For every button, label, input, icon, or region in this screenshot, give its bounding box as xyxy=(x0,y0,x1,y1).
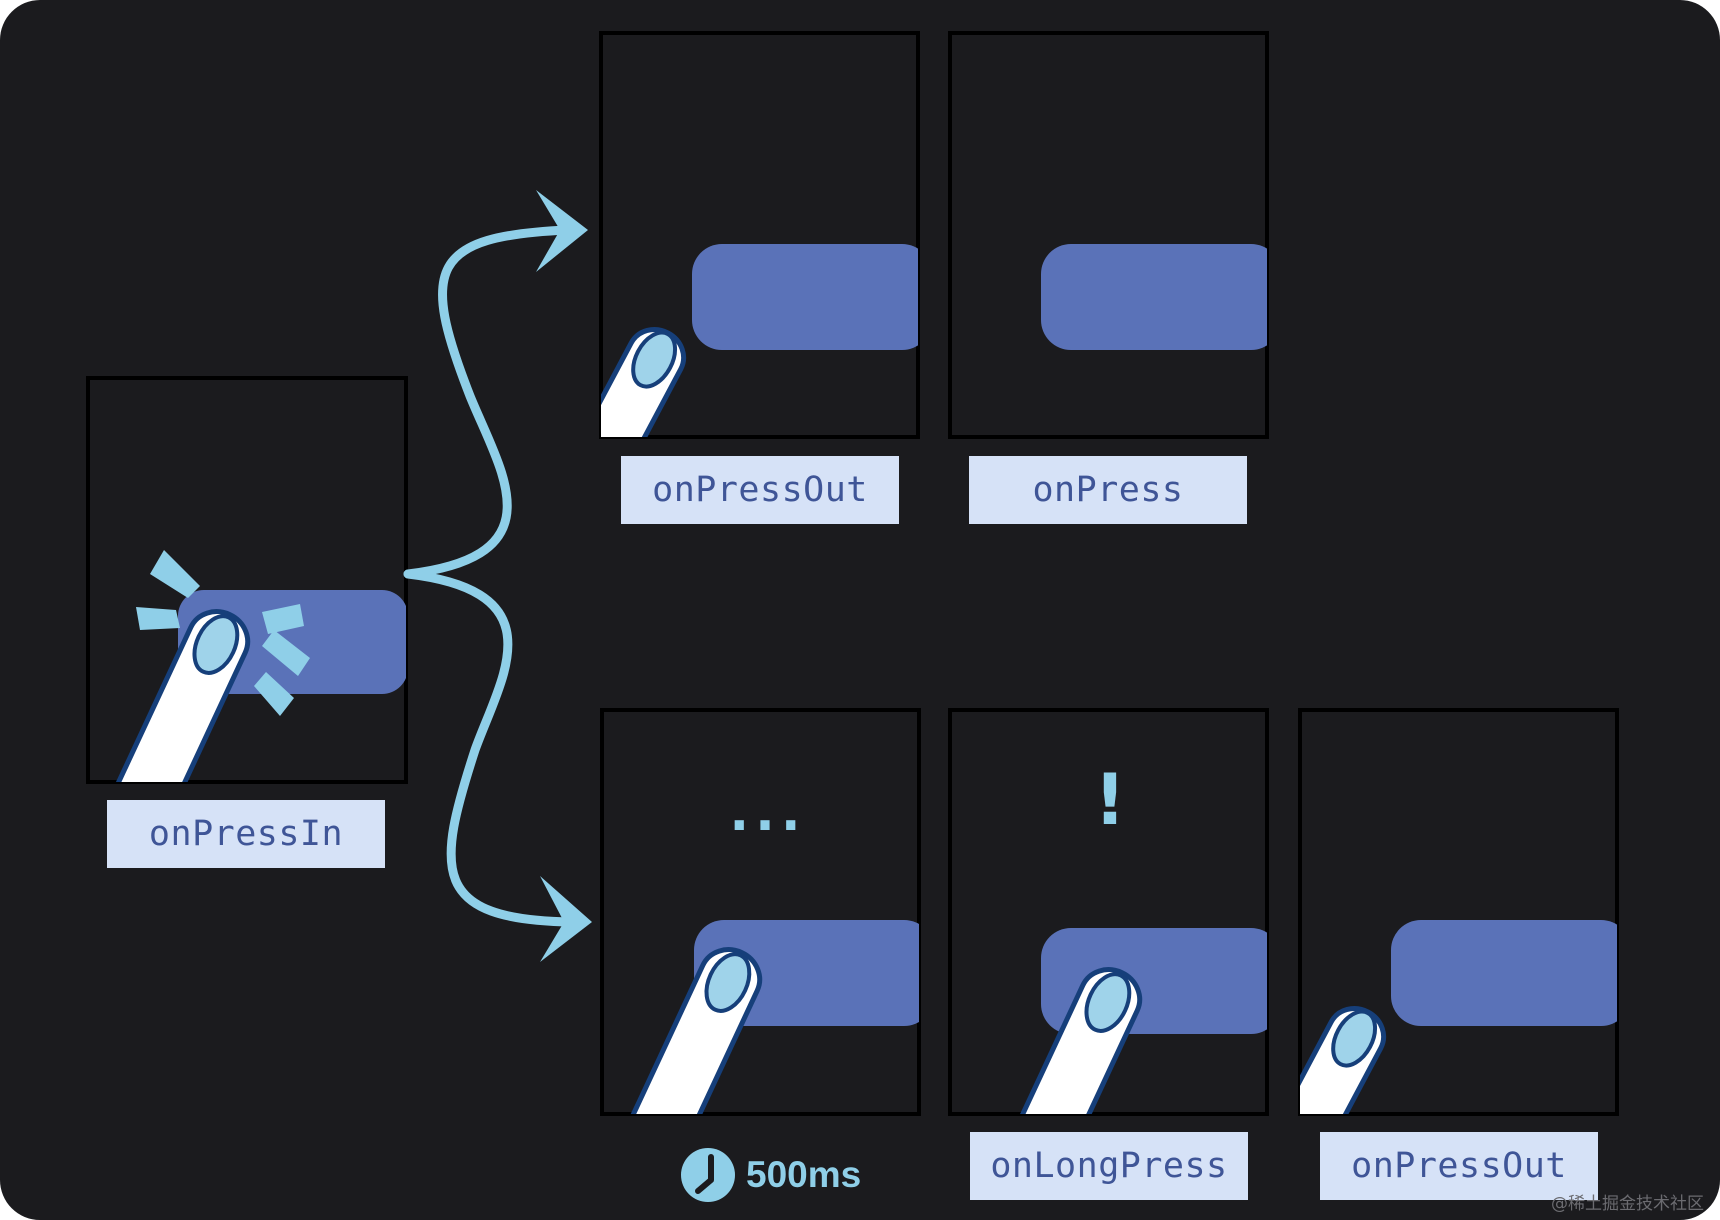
watermark: @稀土掘金技术社区 xyxy=(1551,1194,1704,1214)
label-press-in: onPressIn xyxy=(107,800,385,868)
arrow-to-long-press xyxy=(403,569,577,927)
arrowhead-down xyxy=(540,876,592,962)
waiting-dots: ... xyxy=(729,783,806,843)
label-long-press: onLongPress xyxy=(970,1132,1248,1200)
finger-icon xyxy=(615,947,763,1114)
target-button xyxy=(692,244,918,350)
tap-burst-icon xyxy=(136,550,310,716)
target-button xyxy=(1391,920,1617,1026)
label-press-out-top: onPressOut xyxy=(621,456,899,524)
clock-icon xyxy=(681,1148,735,1202)
branch-arrows xyxy=(403,225,577,927)
panel-press-out-top xyxy=(599,31,920,439)
panel-press-in xyxy=(86,376,408,784)
panel-press-out-bottom xyxy=(1298,708,1619,1116)
arrowhead-up xyxy=(536,190,588,272)
alert-mark: ! xyxy=(1094,759,1126,841)
long-press-delay: 500ms xyxy=(680,1146,861,1204)
finger-icon xyxy=(103,609,251,782)
label-press: onPress xyxy=(969,456,1247,524)
arrow-to-press-out xyxy=(403,225,573,579)
finger-icon xyxy=(601,327,687,437)
finger-icon xyxy=(995,967,1143,1114)
arrowheads xyxy=(536,190,592,962)
panel-press xyxy=(948,31,1269,439)
panel-long-press-waiting: ... xyxy=(600,708,921,1116)
target-button xyxy=(1041,244,1267,350)
panel-long-press: ! xyxy=(948,708,1269,1116)
delay-text: 500ms xyxy=(746,1154,862,1195)
finger-icon xyxy=(1300,1006,1387,1114)
label-press-out-bottom: onPressOut xyxy=(1320,1132,1598,1200)
